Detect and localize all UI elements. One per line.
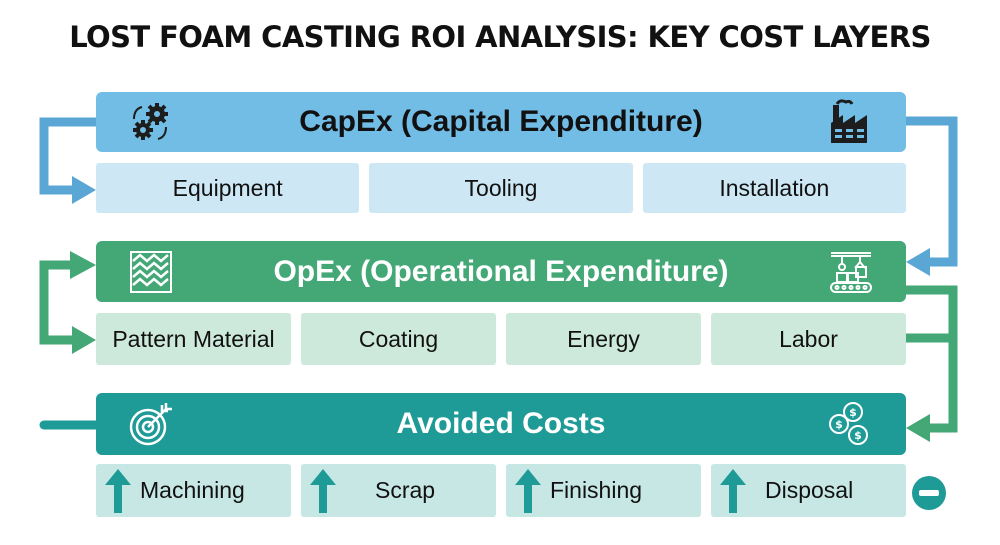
coins-icon: $ $ $ <box>829 402 868 445</box>
target-icon <box>129 403 172 446</box>
avoided-costs-title: Avoided Costs <box>396 407 606 440</box>
avoided-item-machining: Machining <box>96 464 291 517</box>
capex-items: Equipment Tooling Installation <box>96 163 906 213</box>
capex-item-installation: Installation <box>642 163 906 213</box>
up-arrow-icon <box>310 468 336 513</box>
opex-item-energy: Energy <box>506 313 701 365</box>
factory-icon <box>831 99 867 143</box>
capex-to-opex-connector <box>906 116 958 267</box>
opex-to-avoided-connector <box>906 285 958 433</box>
opex-items: Pattern Material Coating Energy Labor <box>96 313 906 365</box>
arrow-head-icon <box>70 251 96 279</box>
arrow-head-icon <box>906 414 930 442</box>
avoided-costs-header: Avoided Costs $ $ $ <box>96 393 906 455</box>
avoided-item-label: Machining <box>140 477 245 503</box>
conveyor-assembly-icon <box>830 251 872 293</box>
capex-item-tooling: Tooling <box>369 163 633 213</box>
arrow-head-icon <box>906 248 930 276</box>
pattern-material-icon <box>130 250 172 293</box>
gears-cycle-icon <box>133 103 168 140</box>
avoided-item-label: Disposal <box>765 477 854 503</box>
opex-item-pattern-material: Pattern Material <box>96 313 291 365</box>
capex-header: CapEx (Capital Expenditure) <box>96 92 906 152</box>
arrow-head-icon <box>72 326 96 354</box>
capex-left-connector <box>39 117 96 195</box>
svg-text:$: $ <box>849 406 857 419</box>
capex-title: CapEx (Capital Expenditure) <box>299 105 703 138</box>
up-arrow-icon <box>720 468 746 513</box>
opex-left-connector <box>39 260 74 345</box>
up-arrow-icon <box>515 468 541 513</box>
opex-title: OpEx (Operational Expenditure) <box>273 254 729 288</box>
avoided-costs-items: Machining Scrap Finishing Disposal <box>96 464 906 517</box>
opex-item-labor: Labor <box>711 313 906 365</box>
avoided-item-finishing: Finishing <box>506 464 701 517</box>
diagram-title: LOST FOAM CASTING ROI ANALYSIS: KEY COST… <box>69 20 931 54</box>
opex-item-coating: Coating <box>301 313 496 365</box>
opex-header: OpEx (Operational Expenditure) <box>96 241 906 302</box>
arrow-head-icon <box>72 176 96 204</box>
minus-circle-icon <box>912 476 946 510</box>
avoided-item-label: Scrap <box>375 477 436 503</box>
capex-item-equipment: Equipment <box>96 163 360 213</box>
svg-text:$: $ <box>835 418 843 431</box>
svg-text:$: $ <box>854 429 862 442</box>
avoided-item-label: Finishing <box>550 477 643 503</box>
avoided-item-disposal: Disposal <box>711 464 906 517</box>
avoided-item-scrap: Scrap <box>301 464 496 517</box>
up-arrow-icon <box>105 468 131 513</box>
